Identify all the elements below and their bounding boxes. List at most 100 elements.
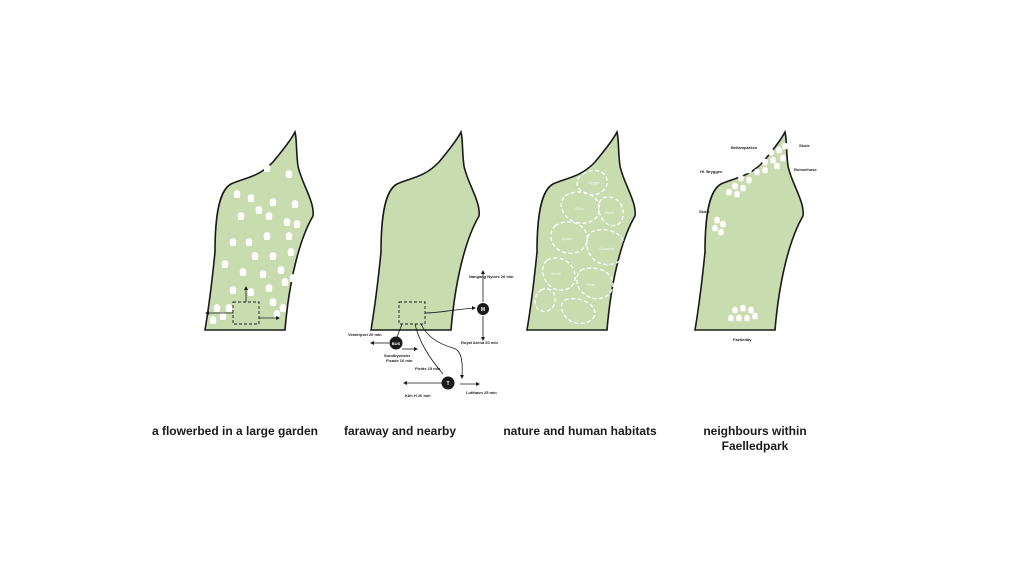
tree-icon bbox=[762, 166, 768, 174]
caption-nature: nature and human habitats bbox=[503, 424, 657, 438]
tree-icon bbox=[269, 198, 277, 206]
label-fields: Fields 15 min bbox=[415, 366, 441, 371]
tree-icon bbox=[718, 228, 724, 236]
habitat-label: Hygge bbox=[588, 180, 600, 185]
tree-icon bbox=[774, 162, 780, 170]
tree-icon bbox=[213, 304, 221, 312]
tree-icon bbox=[265, 212, 273, 220]
tree-icon bbox=[732, 306, 738, 314]
label-skole-left: Skole bbox=[699, 209, 710, 214]
habitat-label: Skole bbox=[551, 271, 562, 276]
tree-icon bbox=[269, 252, 277, 260]
tree-icon bbox=[283, 218, 291, 226]
label-faelledby: Faelledby bbox=[733, 337, 752, 342]
tree-icon bbox=[285, 232, 293, 240]
park-shape bbox=[694, 131, 804, 331]
tree-icon bbox=[247, 194, 255, 202]
tree-icon bbox=[209, 316, 217, 324]
tree-icon bbox=[726, 188, 732, 196]
label-hv-bryggen: Hl. Bryggen bbox=[700, 169, 723, 174]
tree-icon bbox=[780, 154, 786, 162]
tree-icon bbox=[740, 184, 746, 192]
park-shape bbox=[370, 131, 480, 331]
arrows bbox=[205, 286, 280, 320]
tree-icon bbox=[251, 252, 259, 260]
tree-icon bbox=[233, 190, 241, 198]
tree-icon bbox=[732, 182, 738, 190]
tree-icon bbox=[259, 270, 267, 278]
habitat-zones bbox=[534, 169, 626, 325]
panel-faraway-nearby: M BUS T Nangang Nylors 20 min Vesterport… bbox=[348, 131, 514, 398]
label-vesterport: Vesterport 20 min bbox=[348, 332, 382, 337]
tree-icon bbox=[237, 212, 245, 220]
svg-text:T: T bbox=[446, 381, 449, 387]
tree-icon bbox=[285, 170, 293, 178]
metro-stop: M bbox=[477, 303, 489, 315]
habitat-label: Sundhed bbox=[599, 246, 616, 251]
label-fisade: Fisade 10 min bbox=[386, 358, 413, 363]
tree-icon bbox=[225, 304, 233, 312]
tree-icon bbox=[287, 248, 295, 256]
caption-line: neighbours within bbox=[703, 424, 807, 438]
tree-icon bbox=[728, 314, 734, 322]
label-sundby: Sundbyvester bbox=[384, 353, 411, 358]
tree-icon bbox=[269, 298, 277, 306]
tree-icon bbox=[263, 164, 271, 172]
tree-icon bbox=[754, 168, 760, 176]
train-stop: T bbox=[441, 376, 455, 390]
panel-neighbours: Bellamparken Skole Rulmeihuse Hl. Brygge… bbox=[694, 131, 817, 342]
tree-icon bbox=[277, 266, 285, 274]
tree-icon bbox=[740, 304, 746, 312]
caption-flowerbed: a flowerbed in a large garden bbox=[151, 424, 319, 438]
tree-icon bbox=[255, 206, 263, 214]
tree-icon bbox=[279, 304, 287, 312]
label-kbh: Kbh H 20 min bbox=[405, 393, 431, 398]
tree-icon bbox=[776, 146, 782, 154]
habitat-label: Dyrker bbox=[561, 236, 573, 241]
tree-icon bbox=[720, 220, 726, 228]
tree-icon bbox=[760, 150, 766, 158]
caption-line: Faelledpark bbox=[721, 439, 789, 453]
tree-icon bbox=[736, 314, 742, 322]
tree-icon bbox=[289, 274, 297, 282]
habitat-label: Have bbox=[605, 210, 615, 215]
label-lufthavn: Lufthavn 25 min bbox=[466, 390, 497, 395]
label-bellahoj: Bellamparken bbox=[731, 145, 758, 150]
habitat-label: Fest bbox=[587, 282, 596, 287]
tree-icon bbox=[762, 158, 768, 166]
tree-icon bbox=[281, 278, 289, 286]
arrow-heads bbox=[370, 270, 485, 386]
tree-icon bbox=[714, 216, 720, 224]
label-skole-top: Skole bbox=[799, 143, 810, 148]
tree-icon bbox=[744, 314, 750, 322]
tree-icon bbox=[712, 224, 718, 232]
label-royal-arena: Royal Arena 20 min bbox=[461, 340, 499, 345]
tree-icon bbox=[245, 238, 253, 246]
tree-icon bbox=[229, 238, 237, 246]
svg-text:BUS: BUS bbox=[392, 341, 401, 346]
park-shape bbox=[204, 131, 314, 331]
caption-faraway: faraway and nearby bbox=[343, 424, 457, 438]
tree-icon bbox=[263, 232, 271, 240]
caption-neighbours: neighbours within Faelledpark bbox=[680, 424, 830, 454]
tree-icon bbox=[734, 190, 740, 198]
tree-icon bbox=[291, 200, 299, 208]
tree-icon bbox=[770, 156, 776, 164]
label-nangang: Nangang Nylors 20 min bbox=[469, 274, 514, 279]
panel-flowerbed bbox=[204, 131, 314, 331]
tree-icon bbox=[752, 312, 758, 320]
label-vandhuse: Rulmeihuse bbox=[794, 167, 817, 172]
tree-icon bbox=[746, 176, 752, 184]
tree-icon bbox=[754, 158, 760, 166]
bus-stop: BUS bbox=[389, 336, 403, 350]
tree-icon bbox=[221, 260, 229, 268]
tree-icon bbox=[746, 166, 752, 174]
tree-icon bbox=[768, 148, 774, 156]
panel-nature-habitats: Hygge Skov Have Dyrker Sundhed Fest Skol… bbox=[526, 131, 636, 331]
tree-icon bbox=[782, 142, 788, 150]
tree-icon bbox=[293, 220, 301, 228]
tree-icon bbox=[738, 174, 744, 182]
habitat-label: Skov bbox=[575, 206, 585, 211]
tree-icon bbox=[748, 306, 754, 314]
